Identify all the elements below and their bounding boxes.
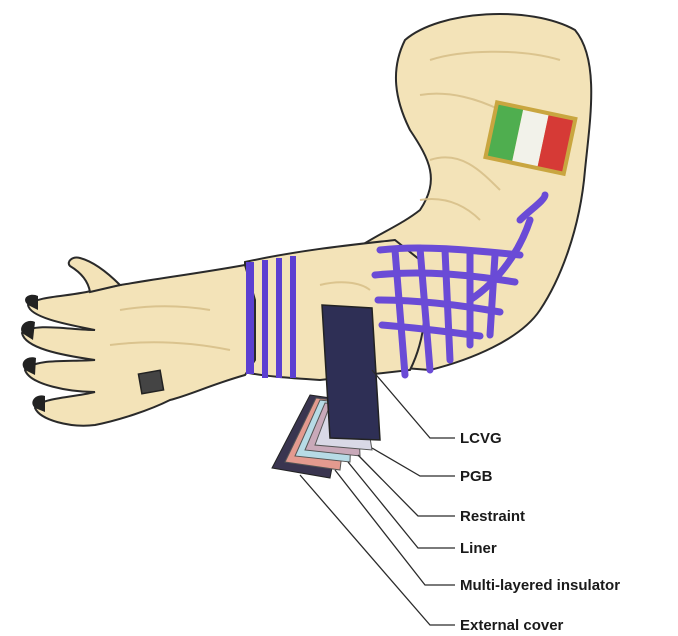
- leader-pgb: [372, 448, 455, 476]
- layer-swatch-lcvg: [322, 305, 380, 440]
- label-pgb: PGB: [460, 468, 493, 485]
- glove-thumb: [69, 258, 120, 292]
- glove: [22, 265, 255, 426]
- label-lcvg: LCVG: [460, 430, 502, 447]
- label-restraint: Restraint: [460, 508, 525, 525]
- suit-arm: [21, 14, 591, 426]
- leader-liner: [348, 462, 455, 548]
- leader-lcvg: [372, 370, 455, 438]
- label-multi-layered-insulator: Multi-layered insulator: [460, 577, 620, 594]
- label-external-cover: External cover: [460, 617, 564, 634]
- leader-mli: [335, 470, 455, 585]
- glove-patch: [138, 370, 163, 394]
- label-liner: Liner: [460, 540, 497, 557]
- labels: LCVG PGB Restraint Liner Multi-layered i…: [460, 430, 620, 634]
- leader-restraint: [358, 455, 455, 516]
